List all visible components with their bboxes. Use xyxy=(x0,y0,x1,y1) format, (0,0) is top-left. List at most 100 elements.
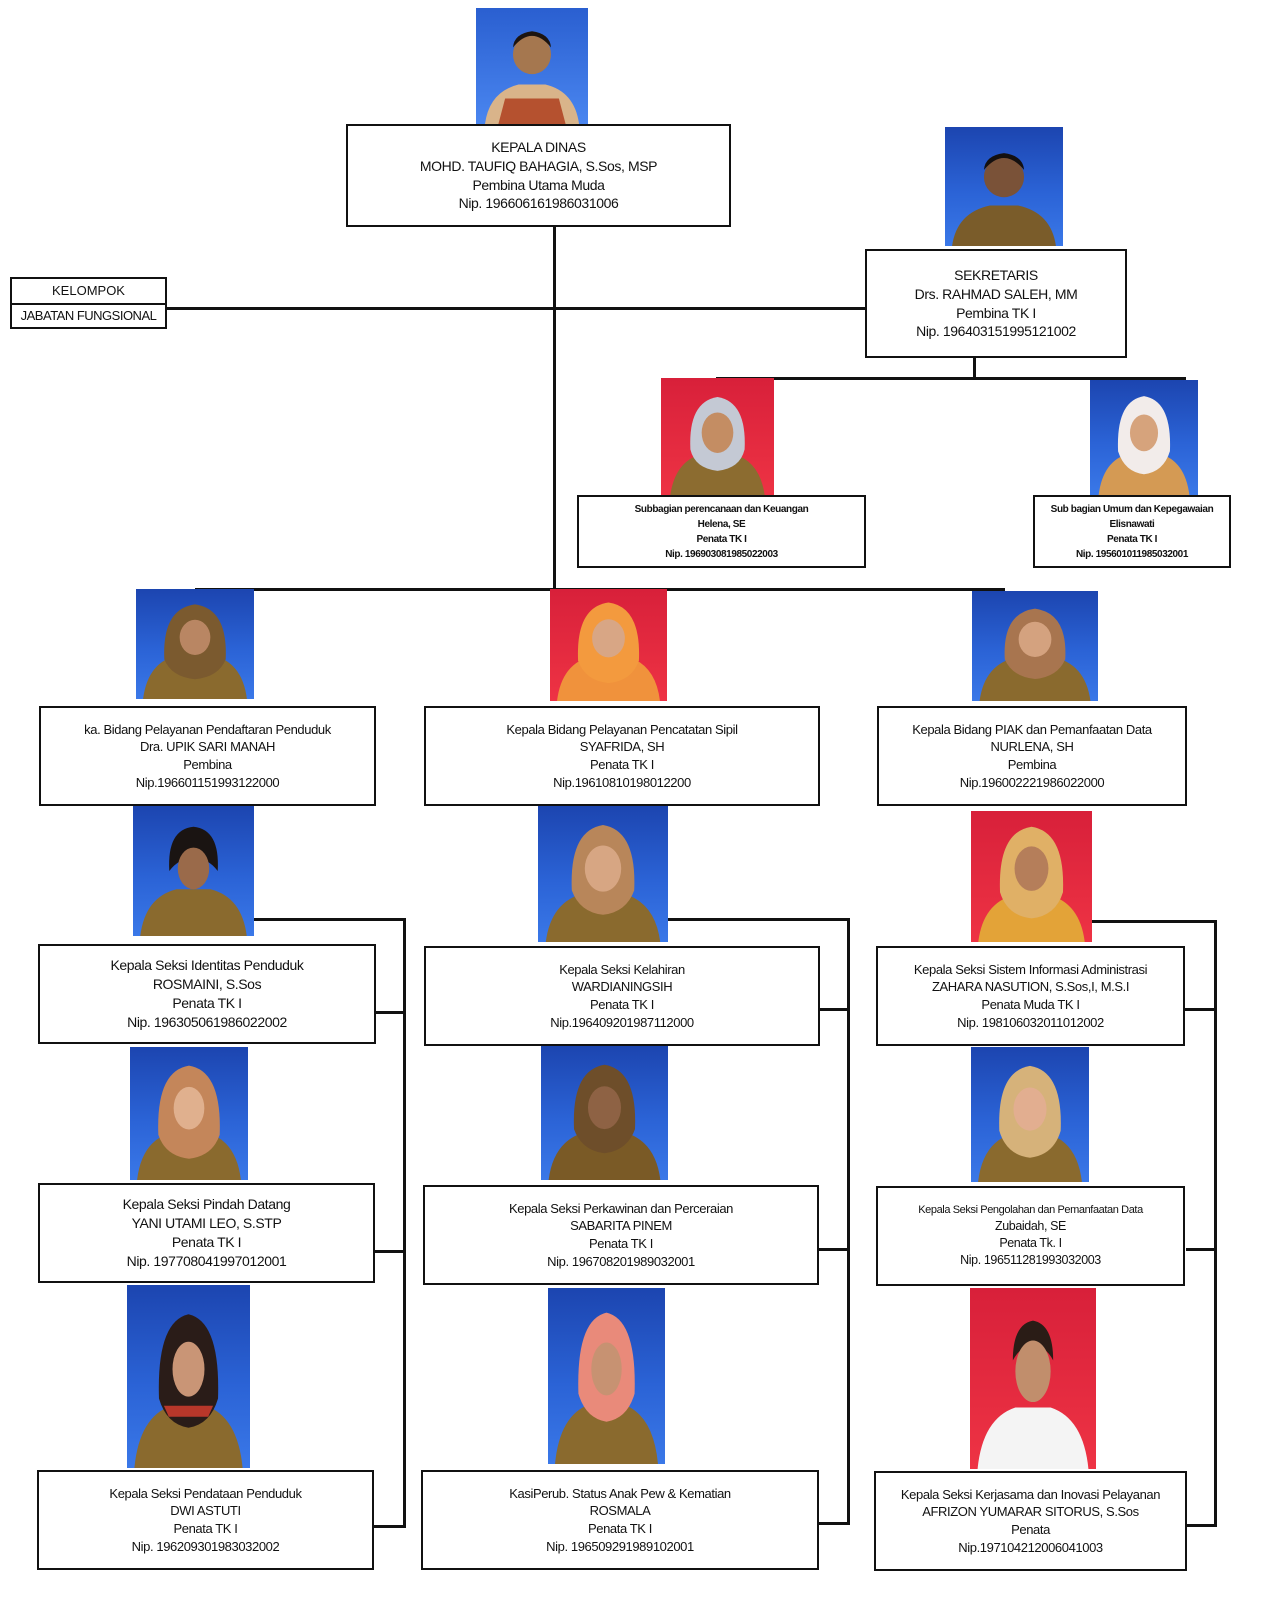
sub-finance-box: Subbagian perencanaan dan Keuangan Helen… xyxy=(577,495,866,568)
column-3-bracket-mid2 xyxy=(1186,1248,1216,1251)
functional-group-line2: JABATAN FUNGSIONAL xyxy=(20,308,157,323)
division-1-portrait xyxy=(136,589,254,699)
division-3-box: Kepala Bidang PIAK dan Pemanfaatan Data … xyxy=(877,706,1187,806)
section-3-3-box: Kepala Seksi Kerjasama dan Inovasi Pelay… xyxy=(874,1471,1187,1571)
column-1-bracket-vertical xyxy=(403,918,406,1528)
section-3-2-portrait xyxy=(971,1047,1089,1182)
secretary-nip: Nip. 196403151995121002 xyxy=(916,323,1076,340)
section-3-1-nip: Nip. 198106032011012002 xyxy=(957,1014,1104,1030)
section-1-2-portrait xyxy=(130,1047,248,1180)
section-3-2-title: Kepala Seksi Pengolahan dan Pemanfaatan … xyxy=(918,1204,1143,1217)
column-3-bracket-top xyxy=(1090,920,1217,923)
section-1-3-nip: Nip. 196209301983032002 xyxy=(131,1538,280,1554)
column-1-bracket-bottom xyxy=(374,1525,405,1528)
division-3-name: NURLENA, SH xyxy=(990,739,1074,755)
column-2-bracket-vertical xyxy=(847,918,850,1525)
section-2-1-name: WARDIANINGSIH xyxy=(571,979,673,995)
column-1-bracket-mid2 xyxy=(374,1250,405,1253)
section-3-3-title: Kepala Seksi Kerjasama dan Inovasi Pelay… xyxy=(900,1486,1161,1502)
sub-finance-name: Helena, SE xyxy=(697,518,746,530)
division-2-portrait xyxy=(550,589,667,701)
sub-finance-nip: Nip. 196903081985022003 xyxy=(665,548,778,560)
section-3-3-rank: Penata xyxy=(1011,1522,1050,1537)
section-3-2-name: Zubaidah, SE xyxy=(995,1219,1066,1234)
secretary-name: Drs. RAHMAD SALEH, MM xyxy=(914,285,1078,302)
section-2-1-title: Kepala Seksi Kelahiran xyxy=(559,961,685,977)
secretary-rank: Pembina TK I xyxy=(956,304,1036,321)
division-2-nip: Nip.19610810198012200 xyxy=(553,774,691,790)
section-2-3-rank: Penata TK I xyxy=(587,1521,652,1536)
secretary-stem-line xyxy=(973,356,976,378)
secretary-title: SEKRETARIS xyxy=(954,266,1038,283)
sub-general-portrait xyxy=(1090,380,1198,495)
section-3-1-title: Kepala Seksi Sistem Informasi Administra… xyxy=(913,961,1148,977)
section-1-3-box: Kepala Seksi Pendataan Penduduk DWI ASTU… xyxy=(37,1470,374,1570)
column-1-bracket-mid1 xyxy=(375,1011,405,1014)
section-2-1-portrait xyxy=(538,806,668,942)
sub-general-title: Sub bagian Umum dan Kepegawaian xyxy=(1050,503,1214,515)
division-1-box: ka. Bidang Pelayanan Pendaftaran Pendudu… xyxy=(39,706,376,806)
division-1-rank: Pembina xyxy=(183,757,232,772)
column-2-bracket-top xyxy=(667,918,850,921)
section-1-3-rank: Penata TK I xyxy=(173,1521,238,1536)
column-2-bracket-mid1 xyxy=(818,1008,849,1011)
section-2-2-box: Kepala Seksi Perkawinan dan Perceraian S… xyxy=(423,1185,819,1285)
section-1-1-box: Kepala Seksi Identitas Penduduk ROSMAINI… xyxy=(38,944,376,1044)
section-1-1-portrait xyxy=(133,806,254,936)
section-3-3-name: AFRIZON YUMARAR SITORUS, S.Sos xyxy=(922,1504,1139,1520)
section-3-3-portrait xyxy=(970,1288,1096,1469)
section-3-2-nip: Nip. 196511281993032003 xyxy=(960,1252,1101,1267)
section-3-1-rank: Penata Muda TK I xyxy=(981,997,1080,1012)
division-3-nip: Nip.196002221986022000 xyxy=(959,774,1105,790)
division-3-title: Kepala Bidang PIAK dan Pemanfaatan Data xyxy=(912,721,1152,737)
section-1-2-box: Kepala Seksi Pindah Datang YANI UTAMI LE… xyxy=(38,1183,375,1283)
functional-group-line1: KELOMPOK xyxy=(12,279,165,305)
division-2-name: SYAFRIDA, SH xyxy=(579,739,665,755)
division-1-nip: Nip.196601151993122000 xyxy=(135,774,280,790)
section-2-1-nip: Nip.196409201987112000 xyxy=(550,1014,694,1030)
section-3-2-rank: Penata Tk. I xyxy=(999,1235,1062,1250)
column-3-bracket-bottom xyxy=(1186,1524,1216,1527)
section-2-3-box: KasiPerub. Status Anak Pew & Kematian RO… xyxy=(421,1470,819,1570)
sub-general-rank: Penata TK I xyxy=(1106,533,1158,545)
section-2-3-title: KasiPerub. Status Anak Pew & Kematian xyxy=(509,1485,731,1501)
section-2-2-nip: Nip. 196708201989032001 xyxy=(547,1253,695,1269)
section-1-1-nip: Nip. 196305061986022002 xyxy=(127,1013,287,1030)
column-1-bracket-top xyxy=(253,918,406,921)
section-2-2-title: Kepala Seksi Perkawinan dan Perceraian xyxy=(509,1200,733,1216)
section-3-1-portrait xyxy=(971,811,1092,942)
functional-group-box: KELOMPOK JABATAN FUNGSIONAL xyxy=(10,277,167,329)
sub-finance-title: Subbagian perencanaan dan Keuangan xyxy=(634,503,809,515)
head-rank: Pembina Utama Muda xyxy=(472,176,605,193)
head-vertical-line xyxy=(553,226,556,590)
head-portrait xyxy=(476,8,588,124)
section-1-2-nip: Nip. 197708041997012001 xyxy=(126,1252,287,1269)
column-3-bracket-vertical xyxy=(1214,920,1217,1527)
column-3-bracket-mid1 xyxy=(1183,1008,1216,1011)
column-2-bracket-mid2 xyxy=(818,1248,849,1251)
section-1-3-name: DWI ASTUTI xyxy=(170,1503,241,1519)
secretary-portrait xyxy=(945,127,1063,246)
head-box: KEPALA DINAS MOHD. TAUFIQ BAHAGIA, S.Sos… xyxy=(346,124,731,227)
section-1-2-title: Kepala Seksi Pindah Datang xyxy=(122,1196,291,1213)
sub-general-nip: Nip. 195601011985032001 xyxy=(1075,548,1189,560)
sub-general-name: Elisnawati xyxy=(1109,518,1155,530)
division-1-title: ka. Bidang Pelayanan Pendaftaran Pendudu… xyxy=(84,721,331,737)
subbagian-horizontal-line xyxy=(716,377,1186,380)
division-1-name: Dra. UPIK SARI MANAH xyxy=(139,739,276,755)
section-3-1-name: ZAHARA NASUTION, S.Sos,I, M.S.I xyxy=(931,979,1130,995)
section-2-3-portrait xyxy=(548,1288,665,1464)
section-2-3-name: ROSMALA xyxy=(589,1503,651,1519)
section-1-1-rank: Penata TK I xyxy=(172,995,242,1011)
section-2-3-nip: Nip. 196509291989102001 xyxy=(546,1538,694,1554)
section-1-3-title: Kepala Seksi Pendataan Penduduk xyxy=(109,1485,302,1501)
division-2-box: Kepala Bidang Pelayanan Pencatatan Sipil… xyxy=(424,706,820,806)
section-3-2-box: Kepala Seksi Pengolahan dan Pemanfaatan … xyxy=(876,1186,1185,1286)
sub-finance-portrait xyxy=(661,378,774,497)
section-3-3-nip: Nip.197104212006041003 xyxy=(958,1539,1103,1555)
section-2-2-portrait xyxy=(541,1046,668,1180)
section-1-1-name: ROSMAINI, S.Sos xyxy=(152,976,262,993)
section-2-2-rank: Penata TK I xyxy=(588,1236,653,1251)
section-1-3-portrait xyxy=(127,1285,250,1468)
head-name: MOHD. TAUFIQ BAHAGIA, S.Sos, MSP xyxy=(419,157,658,174)
